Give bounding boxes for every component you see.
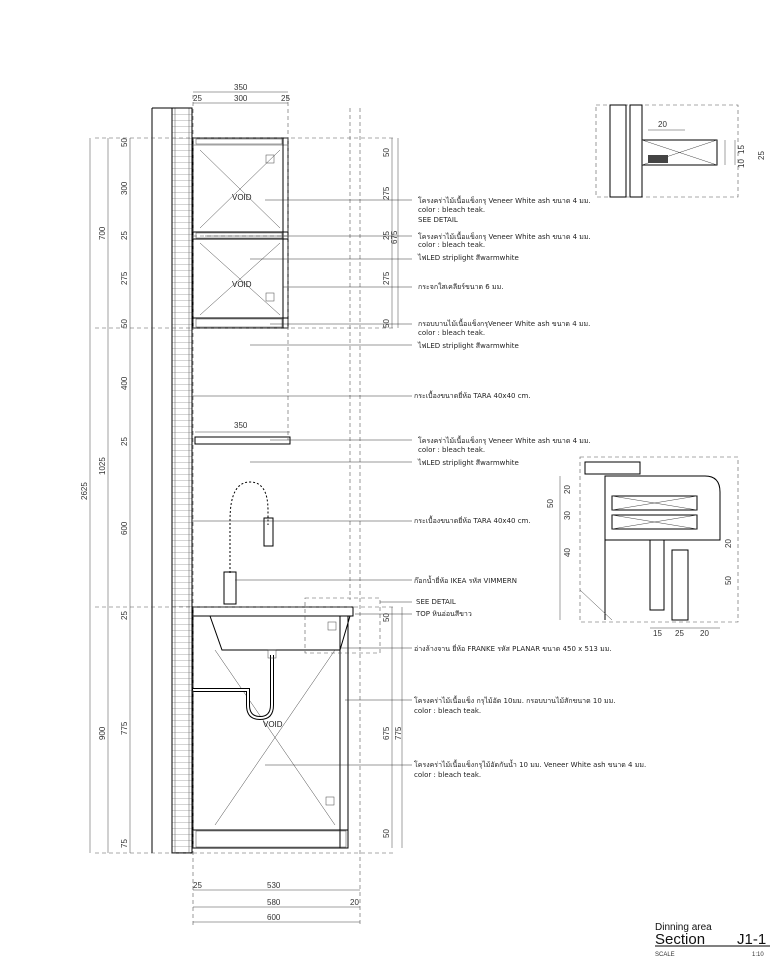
dim-left-25a: 25 xyxy=(120,231,129,240)
note-9a: โครงคร่าไม้เนื้อแข็งกรุ Veneer White ash… xyxy=(418,434,591,445)
title-section: Section xyxy=(655,931,705,948)
note-13: SEE DETAIL xyxy=(416,598,456,606)
guide-lines xyxy=(95,95,395,925)
note-1b: color : bleach teak. xyxy=(418,206,485,214)
dim-top-25a: 25 xyxy=(193,94,202,103)
dim-right-25: 25 xyxy=(382,231,391,240)
note-12: ก๊อกน้ำยี่ห้อ IKEA รหัส VIMMERN xyxy=(414,574,517,585)
dim-total-1025: 1025 xyxy=(98,457,107,475)
detail2-25: 25 xyxy=(675,629,684,638)
note-17b: color : bleach teak. xyxy=(414,771,481,779)
detail2-40: 40 xyxy=(563,548,572,557)
dim-top-25b: 25 xyxy=(281,94,290,103)
title-area: Dinning area xyxy=(655,922,712,933)
upper-cabinet xyxy=(192,137,289,329)
dim-right-275b: 275 xyxy=(382,271,391,285)
dim-right-50a: 50 xyxy=(382,148,391,157)
dim-left-25b: 25 xyxy=(120,437,129,446)
note-7: ไฟLED striplight สีwarmwhite xyxy=(417,341,519,350)
title-code: J1-1 xyxy=(737,931,766,948)
note-16a: โครงคร่าไม้เนื้อแข็ง กรุไม้อัด 10มม. กรอ… xyxy=(414,694,615,705)
dim-bot-530: 530 xyxy=(267,881,281,890)
floating-shelf xyxy=(194,436,291,445)
dim-left-50a: 50 xyxy=(120,138,129,147)
detail2-30: 30 xyxy=(563,511,572,520)
note-17a: โครงคร่าไม้เนื้อแข็งกรุไม้อัดกันน้ำ 10 ม… xyxy=(414,758,646,769)
title-scale-label: SCALE xyxy=(655,952,675,958)
dim-top-350: 350 xyxy=(234,83,248,92)
wall xyxy=(151,107,193,854)
detail1-25: 25 xyxy=(757,151,766,160)
detail1-20: 20 xyxy=(658,120,667,129)
dim-bot-580: 580 xyxy=(267,898,281,907)
note-4: ไฟLED striplight สีwarmwhite xyxy=(417,253,519,262)
detail2-20a: 20 xyxy=(563,485,572,494)
dim-right-50b: 50 xyxy=(382,319,391,328)
detail-2 xyxy=(559,456,739,629)
void-label-3: VOID xyxy=(263,720,283,729)
note-3a: โครงคร่าไม้เนื้อแข็งกรุ Veneer White ash… xyxy=(418,230,591,241)
note-8: กระเบื้องขนาดยี่ห้อ TARA 40x40 cm. xyxy=(414,389,531,400)
dim-bot-25: 25 xyxy=(193,881,202,890)
detail1-15: 15 xyxy=(737,145,746,154)
note-6b: color : bleach teak. xyxy=(418,329,485,337)
detail-1 xyxy=(595,104,739,198)
void-label-2: VOID xyxy=(232,280,252,289)
note-15: อ่างล้างจาน ยี่ห้อ FRANKE รหัส PLANAR ขน… xyxy=(414,644,612,653)
dim-total-2625: 2625 xyxy=(80,482,89,500)
dim-left-300: 300 xyxy=(120,181,129,195)
note-9b: color : bleach teak. xyxy=(418,446,485,454)
dim-left-600: 600 xyxy=(120,521,129,535)
bottom-dimensions xyxy=(193,889,360,923)
dim-left-400: 400 xyxy=(120,376,129,390)
note-1a: โครงคร่าไม้เนื้อแข็งกรุ Veneer White ash… xyxy=(418,194,591,205)
dim-left-275: 275 xyxy=(120,271,129,285)
dim-total-700: 700 xyxy=(98,226,107,240)
note-11: กระเบื้องขนาดยี่ห้อ TARA 40x40 cm. xyxy=(414,514,531,525)
note-3b: color : bleach teak. xyxy=(418,241,485,249)
dim-bot-20: 20 xyxy=(350,898,359,907)
dim-left-25c: 25 xyxy=(120,611,129,620)
dim-left-775: 775 xyxy=(120,721,129,735)
note-14: TOP หินอ่อนสีขาว xyxy=(415,610,472,618)
dim-right-50d: 50 xyxy=(382,829,391,838)
dim-bot-600: 600 xyxy=(267,913,281,922)
right-dimensions xyxy=(391,138,403,848)
detail2-20c: 20 xyxy=(700,629,709,638)
dim-top-300: 300 xyxy=(234,94,248,103)
leader-lines xyxy=(193,199,412,766)
note-2: SEE DETAIL xyxy=(418,216,458,224)
detail2-15: 15 xyxy=(653,629,662,638)
dim-right-775: 775 xyxy=(394,726,403,740)
note-5: กระจกใสเคลียร์ขนาด 6 มม. xyxy=(418,282,503,291)
detail2-50a: 50 xyxy=(546,499,555,508)
dim-left-75: 75 xyxy=(120,839,129,848)
faucet xyxy=(223,480,274,605)
detail1-10: 10 xyxy=(737,159,746,168)
top-dimensions xyxy=(193,91,288,104)
detail2-20b: 20 xyxy=(724,539,733,548)
note-6a: กรอบบานไม้เนื้อแข็งกรุVeneer White ash ข… xyxy=(418,317,590,328)
dim-right-275a: 275 xyxy=(382,186,391,200)
note-16b: color : bleach teak. xyxy=(414,707,481,715)
dim-left-50b: 50 xyxy=(120,319,129,328)
dim-right-50c: 50 xyxy=(382,613,391,622)
dim-right-675b: 675 xyxy=(382,726,391,740)
title-scale-value: 1:10 xyxy=(752,952,764,958)
lower-cabinet xyxy=(192,597,381,849)
dim-right-675a: 675 xyxy=(390,230,399,244)
dim-shelf-350: 350 xyxy=(234,421,248,430)
dim-total-900: 900 xyxy=(98,726,107,740)
detail2-50b: 50 xyxy=(724,576,733,585)
note-10: ไฟLED striplight สีwarmwhite xyxy=(417,458,519,467)
void-label-1: VOID xyxy=(232,193,252,202)
left-dimensions xyxy=(89,138,131,853)
